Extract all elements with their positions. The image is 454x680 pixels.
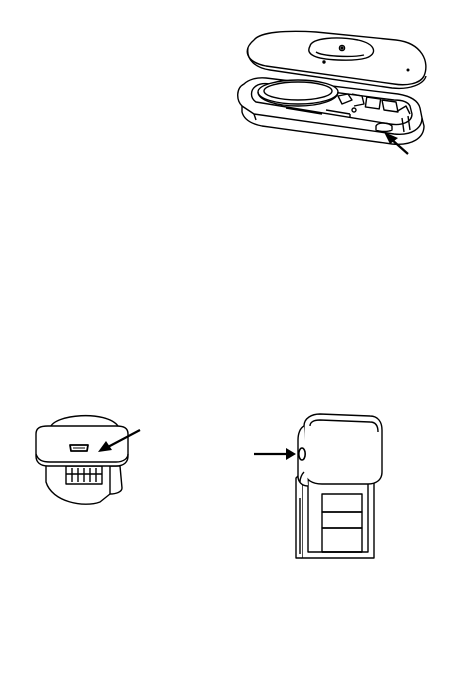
- side-button-clip-illustration: [252, 408, 392, 566]
- key-fob-open-battery-illustration: [226, 26, 446, 186]
- fob-open-battery-illustration: [226, 26, 446, 186]
- device-side-button-illustration: [252, 408, 392, 566]
- micro-usb-port-illustration: [26, 408, 154, 512]
- arrow-icon: [254, 448, 296, 460]
- usb-port-closeup-illustration: [26, 408, 154, 512]
